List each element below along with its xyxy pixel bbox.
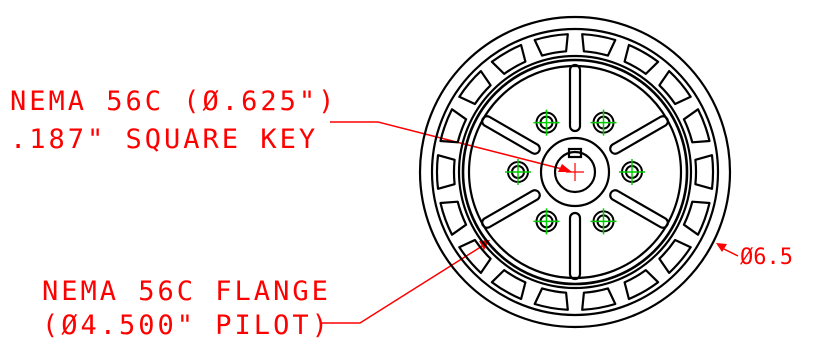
outer-slot xyxy=(490,43,527,75)
shaft-callout-line2: .187" SQUARE KEY xyxy=(10,124,318,155)
outer-slot xyxy=(623,43,660,75)
bolt-hole xyxy=(590,109,617,136)
outer-diameter-leader-arrow xyxy=(716,243,727,252)
outer-slot xyxy=(490,269,527,301)
bolt-hole xyxy=(619,159,645,185)
inner-rim xyxy=(430,27,720,317)
outer-slot xyxy=(694,154,715,190)
outer-slot xyxy=(439,200,468,236)
flange-callout-line2: (Ø4.500" PILOT) xyxy=(42,310,331,339)
bolt-hole xyxy=(533,208,560,235)
outer-slot xyxy=(439,108,468,144)
spoke-slot xyxy=(481,189,541,229)
outer-slot xyxy=(581,33,617,57)
outer-slot xyxy=(682,108,711,144)
spoke-slot xyxy=(481,115,541,155)
outer-slot-ring xyxy=(435,33,715,311)
outer-slot xyxy=(623,269,660,301)
flange-leader-line xyxy=(322,242,488,324)
spoke-slot xyxy=(568,211,582,281)
bolt-hole-pattern xyxy=(505,109,645,235)
slot-ring-inner-edge xyxy=(457,54,693,290)
outer-slot xyxy=(533,287,569,311)
hub-outer xyxy=(539,136,611,208)
spoke-slot xyxy=(609,115,669,155)
flange-pilot-circle xyxy=(461,58,689,286)
spoke-slot xyxy=(609,189,669,229)
outer-slot xyxy=(581,287,617,311)
spoke-slots xyxy=(481,63,669,281)
outer-slot xyxy=(458,70,492,106)
outer-rim xyxy=(418,15,732,329)
shaft-callout-line1: NEMA 56C (Ø.625") xyxy=(10,86,337,117)
outer-slot xyxy=(658,238,692,274)
adapter-plate xyxy=(418,15,732,329)
outer-slot xyxy=(435,154,456,190)
bolt-hole xyxy=(590,208,617,235)
bolt-hole xyxy=(505,159,531,185)
outer-slot xyxy=(682,200,711,236)
flange-callout-line1: NEMA 56C FLANGE xyxy=(42,276,331,307)
shaft-bore xyxy=(553,150,597,194)
spoke-slot xyxy=(568,63,582,133)
shaft-leader-line xyxy=(330,121,567,171)
outer-slot xyxy=(533,33,569,57)
center-crosshair xyxy=(566,163,584,181)
keyway-slot xyxy=(567,147,583,159)
outer-slot xyxy=(458,238,492,274)
outer-slot xyxy=(658,70,692,106)
shaft-leader-arrow xyxy=(558,164,572,172)
bolt-hole xyxy=(533,109,560,136)
outer-diameter-label: Ø6.5 xyxy=(740,245,793,270)
